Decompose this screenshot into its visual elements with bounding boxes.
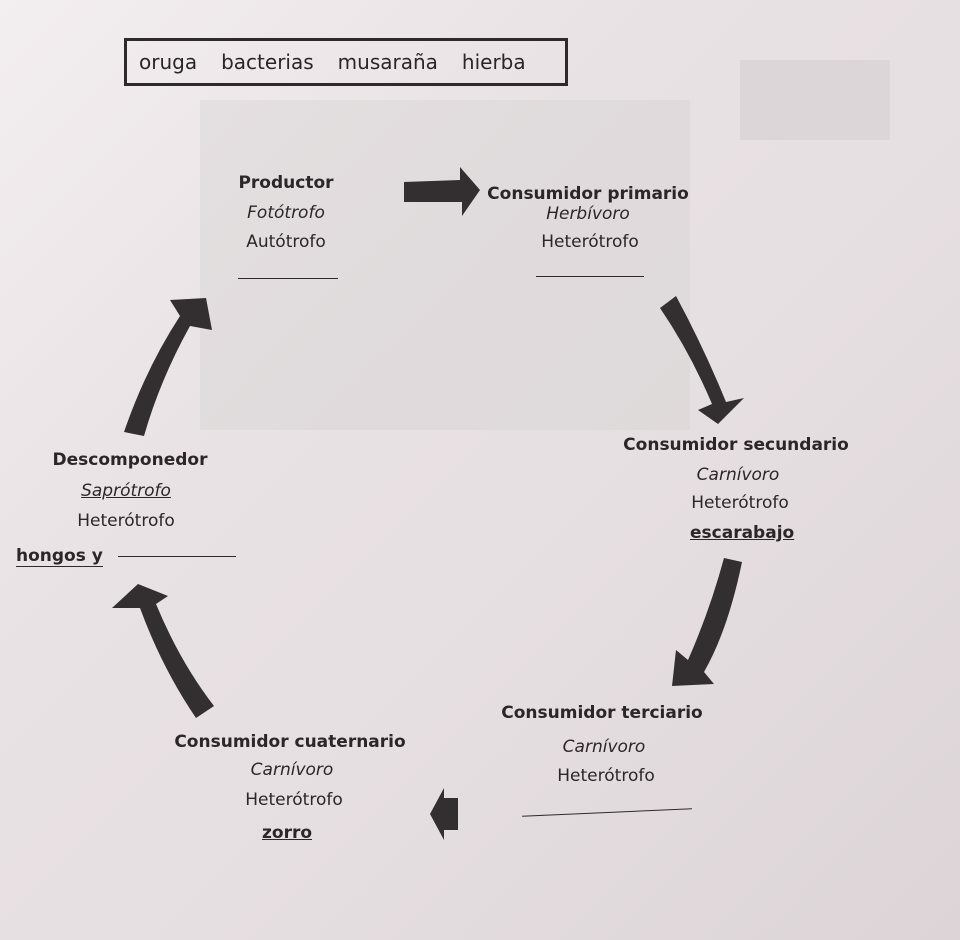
node-type: Carnívoro [250, 760, 334, 780]
arrow-primario-to-secundario [660, 296, 744, 424]
node-nutrition: Heterótrofo [691, 493, 789, 513]
arrow-descomponedor-to-productor [124, 298, 212, 436]
answer-descomponedor: hongos y [16, 546, 103, 567]
word-bank-item: musaraña [337, 50, 438, 74]
word-bank-item: hierba [461, 50, 526, 74]
node-title: Consumidor terciario [501, 703, 703, 723]
node-nutrition: Heterótrofo [541, 232, 639, 252]
node-title: Consumidor cuaternario [174, 732, 406, 752]
node-title: Consumidor primario [487, 184, 689, 204]
node-title: Descomponedor [52, 450, 208, 470]
node-type: Carnívoro [562, 737, 646, 757]
node-nutrition: Heterótrofo [557, 766, 655, 786]
node-title: Productor [238, 173, 334, 193]
node-type: Saprótrofo [81, 481, 171, 501]
paper-shadow-panel [200, 100, 690, 430]
arrow-secundario-to-terciario [672, 558, 742, 686]
arrow-productor-to-primario [404, 167, 480, 216]
arrow-terciario-to-cuaternario [430, 788, 458, 840]
node-type: Herbívoro [546, 204, 630, 224]
blank-productor[interactable] [238, 278, 338, 279]
node-title: Consumidor secundario [623, 435, 849, 455]
answer-cuaternario: zorro [262, 823, 313, 843]
word-bank: oruga bacterias musaraña hierba [124, 38, 568, 86]
word-bank-item: bacterias [221, 50, 314, 74]
blank-descomponedor[interactable] [118, 556, 236, 557]
answer-secundario: escarabajo [690, 523, 795, 543]
arrow-cuaternario-to-descomponedor [112, 584, 214, 718]
node-type: Fotótrofo [247, 203, 325, 223]
node-nutrition: Heterótrofo [77, 511, 175, 531]
word-bank-item: oruga [139, 50, 198, 74]
node-type: Carnívoro [696, 465, 780, 485]
blank-primario[interactable] [536, 276, 644, 277]
node-nutrition: Heterótrofo [245, 790, 343, 810]
node-nutrition: Autótrofo [246, 232, 326, 252]
paper-shadow-block [740, 60, 890, 140]
